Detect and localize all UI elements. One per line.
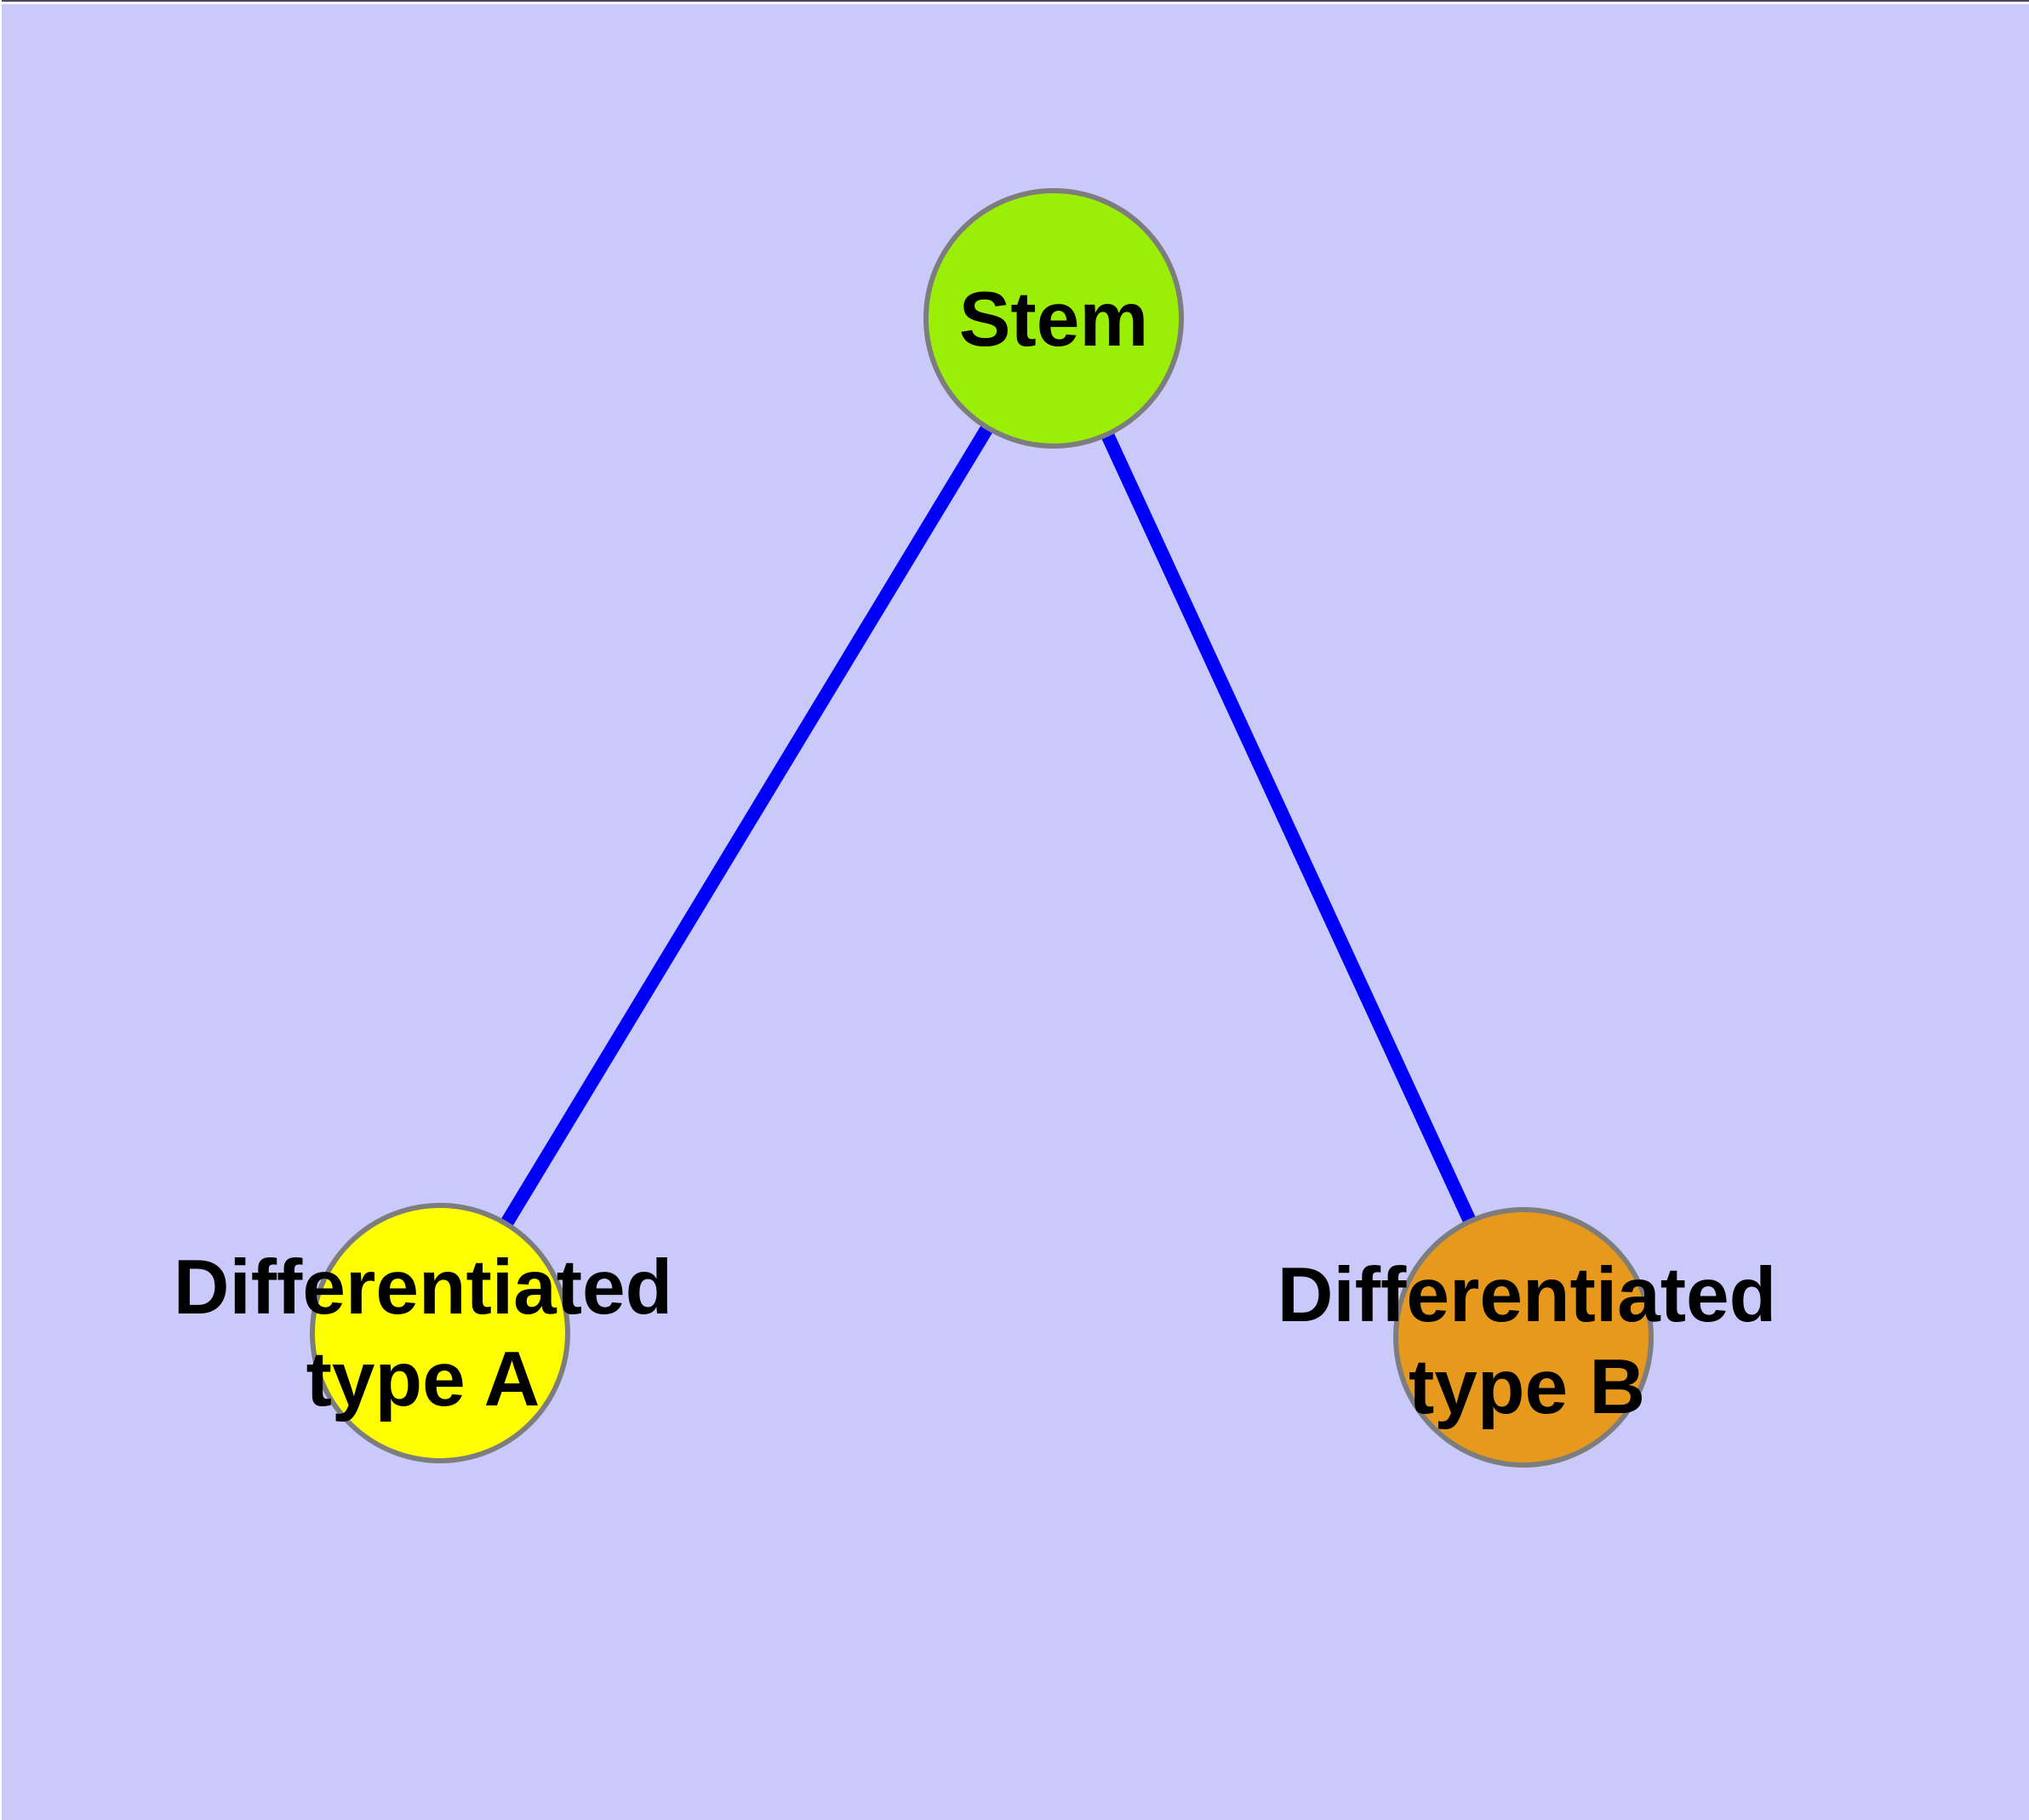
window-border-left-strip <box>0 0 2 1820</box>
edge-stem-to-typeA <box>434 314 1060 1337</box>
node-stem-label: Stem <box>958 277 1149 363</box>
node-typeA-label: Differentiated type A <box>173 1245 673 1422</box>
node-typeA-circle <box>310 1203 570 1463</box>
window-border-top-line <box>0 0 2029 2</box>
edge-stem-to-typeB <box>1047 315 1530 1341</box>
node-typeB-label: Differentiated type B <box>1277 1252 1777 1430</box>
node-stem-circle <box>923 188 1184 449</box>
window-border-top-strip <box>0 2 2029 4</box>
node-typeB-circle <box>1393 1207 1654 1468</box>
